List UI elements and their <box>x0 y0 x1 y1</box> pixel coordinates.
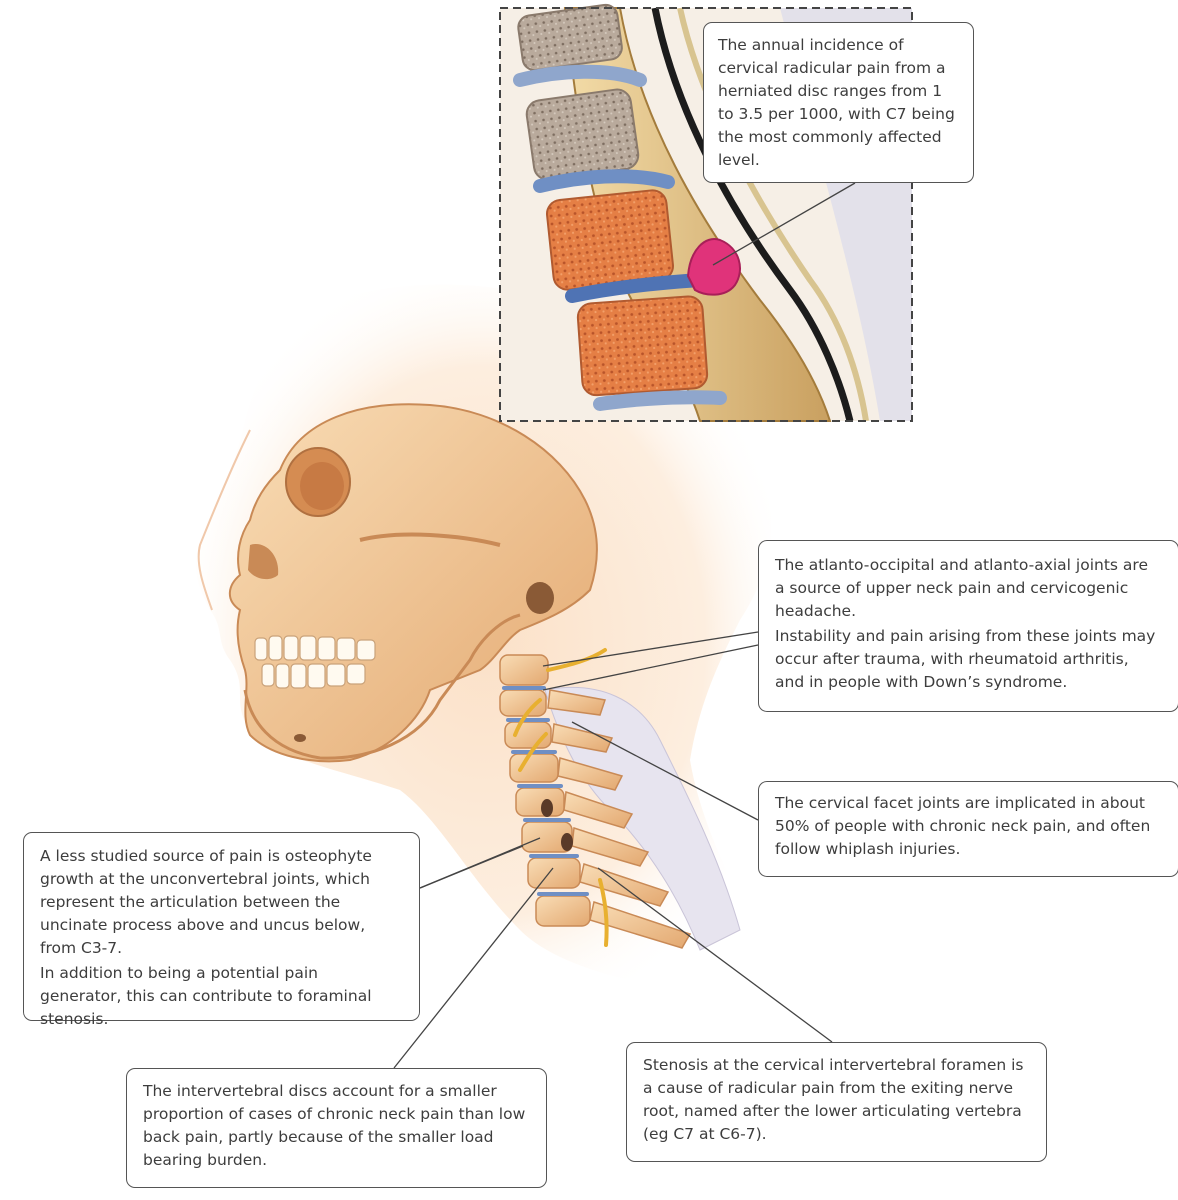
callout-text: The atlanto-occipital and atlanto-axial … <box>775 556 1148 620</box>
callout-text: The annual incidence of cervical radicul… <box>718 36 955 169</box>
callout-text: A less studied source of pain is osteoph… <box>40 847 372 957</box>
teeth <box>254 635 376 689</box>
callout-intervertebral-discs: The intervertebral discs account for a s… <box>126 1068 547 1188</box>
callout-text: The intervertebral discs account for a s… <box>143 1082 526 1169</box>
callout-atlanto-occipital-joints: The atlanto-occipital and atlanto-axial … <box>758 540 1178 712</box>
callout-foraminal-stenosis: Stenosis at the cervical intervertebral … <box>626 1042 1047 1162</box>
callout-text: Instability and pain arising from these … <box>775 627 1156 691</box>
leader-lines <box>393 182 856 1069</box>
callout-osteophyte-growth: A less studied source of pain is osteoph… <box>23 832 420 1028</box>
skull-illustration <box>228 403 598 763</box>
callout-facet-joints: The cervical facet joints are implicated… <box>758 781 1178 877</box>
callout-herniated-disc-incidence: The annual incidence of cervical radicul… <box>703 22 974 183</box>
callout-text: The cervical facet joints are implicated… <box>775 794 1151 858</box>
callout-text: In addition to being a potential pain ge… <box>40 964 372 1028</box>
cervical-spine-illustration <box>499 648 741 951</box>
callout-text: Stenosis at the cervical intervertebral … <box>643 1056 1024 1143</box>
